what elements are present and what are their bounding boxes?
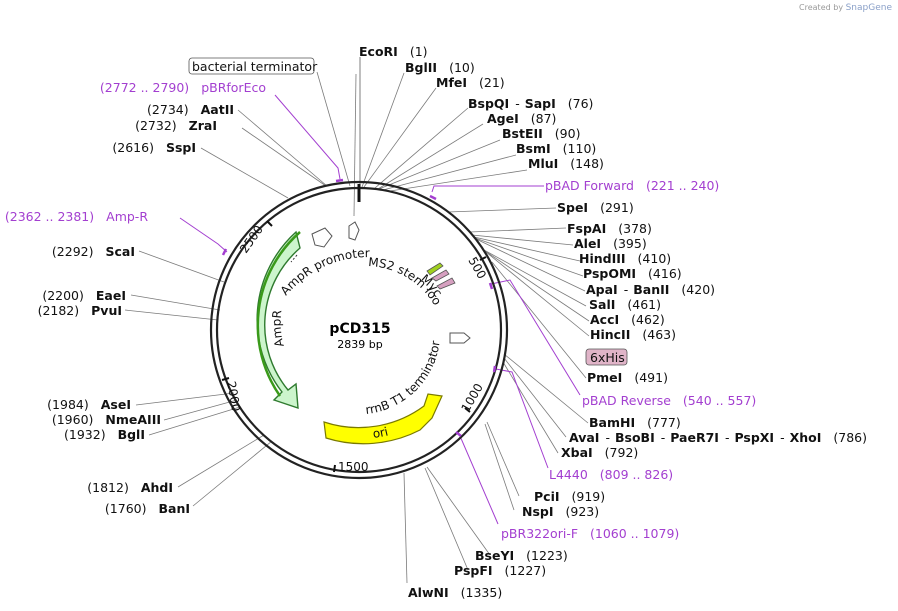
backbone-outer <box>209 180 509 480</box>
primer-l4440: L4440(809 .. 826) <box>549 467 673 482</box>
enzyme-ahdi: (1812)AhdI <box>87 480 173 495</box>
primer-pbad-reverse: pBAD Reverse(540 .. 557) <box>582 393 756 408</box>
enzyme-aatii: (2734)AatII <box>147 102 234 117</box>
enzyme-xbai: XbaI(792) <box>561 445 638 460</box>
primer-pbr322ori-f: pBR322ori-F(1060 .. 1079) <box>501 526 679 541</box>
ori-feature-arrow <box>323 393 443 445</box>
enzyme-bgli: (1932)BglI <box>64 427 145 442</box>
ori-label: ori <box>372 424 390 440</box>
enzyme-fspai: FspAI(378) <box>567 221 652 236</box>
enzyme-pspomi: PspOMI(416) <box>583 266 682 281</box>
enzyme-bani: (1760)BanI <box>105 501 190 516</box>
ampr-label: AmpR <box>270 309 287 348</box>
ms2-stem-loop-arrow <box>426 262 444 276</box>
enzyme-alei: AleI(395) <box>574 236 647 251</box>
enzyme-hincii: HincII(463) <box>590 327 676 342</box>
primer-amp-r: (2362 .. 2381)Amp-R <box>5 209 148 224</box>
enzyme-sali: SalI(461) <box>589 297 661 312</box>
enzyme-scai: (2292)ScaI <box>52 244 135 259</box>
primer-pbrforeco: (2772 .. 2790)pBRforEco <box>100 80 266 95</box>
tick-label-2000: 2000 <box>224 380 243 413</box>
his6-box <box>585 348 628 366</box>
plasmid-length: 2839 bp <box>337 338 382 351</box>
enzyme-bsteii: BstEII(90) <box>502 126 580 141</box>
enzyme-ecori: EcoRI(1) <box>359 44 428 59</box>
plasmid-name: pCD315 <box>329 321 390 337</box>
enzyme-pvui: (2182)PvuI <box>38 303 122 318</box>
enzyme-bsmi: BsmI(110) <box>516 141 596 156</box>
his6-label: 6xHis <box>590 350 625 365</box>
primer-pbad-forward: pBAD Forward(221 .. 240) <box>545 178 719 193</box>
enzyme-bamhi: BamHI(777) <box>589 415 681 430</box>
snapgene-credit: Created by SnapGene <box>799 3 892 13</box>
enzyme-bspqi-sapi: BspQI-SapI(76) <box>468 96 593 111</box>
enzyme-sspi: (2616)SspI <box>112 140 196 155</box>
bacterial-terminator-box <box>188 57 315 75</box>
enzyme-bseyi: BseYI(1223) <box>475 548 568 563</box>
ampr-highlight-arc <box>256 231 301 397</box>
enzyme-pcii: PciI(919) <box>534 489 605 504</box>
enzyme-asei: (1984)AseI <box>47 397 131 412</box>
myc-arrow-2 <box>436 277 456 290</box>
primer-marks <box>221 178 497 437</box>
enzyme-zrai: (2732)ZraI <box>135 118 217 133</box>
enzyme-mlui: MluI(148) <box>528 156 604 171</box>
enzyme-pspfi: PspFI(1227) <box>454 563 546 578</box>
feature-arrow-small <box>348 221 360 241</box>
tick-label-500: 500 <box>465 255 489 282</box>
myc-arrow <box>431 269 450 282</box>
ampr-promoter-arrow <box>311 227 333 248</box>
bacterial-terminator-label: bacterial terminator <box>192 59 318 74</box>
enzyme-agei: AgeI(87) <box>487 111 556 126</box>
tick-label-1500: 1500 <box>338 460 369 474</box>
enzyme-apai-banii: ApaI-BanII(420) <box>586 282 715 297</box>
enzyme-pmei: PmeI(491) <box>587 370 668 385</box>
rrnb-terminator-arrow <box>449 332 471 344</box>
enzyme-nspi: NspI(923) <box>522 504 599 519</box>
enzyme-nmeaiii: (1960)NmeAIII <box>52 412 161 427</box>
enzyme-mfei: MfeI(21) <box>436 75 505 90</box>
snapgene-logo: SnapGene <box>845 3 892 13</box>
enzyme-spei: SpeI(291) <box>557 200 634 215</box>
enzyme-alwni: AlwNI(1335) <box>408 585 502 600</box>
enzyme-leader-lines <box>124 57 590 584</box>
primer-leader-lines <box>179 94 581 525</box>
enzyme-acci: AccI(462) <box>590 312 665 327</box>
enzyme-hindiii: HindIII(410) <box>579 251 671 266</box>
position-ticks <box>221 220 487 473</box>
tick-label-1000: 1000 <box>458 381 485 414</box>
enzyme-eaei: (2200)EaeI <box>42 288 126 303</box>
enzyme-bglii: BglII(10) <box>405 60 475 75</box>
ampr-dash <box>290 254 298 263</box>
enzyme-avai-group: AvaI-BsoBI-PaeR7I-PspXI-XhoI(786) <box>569 430 867 445</box>
